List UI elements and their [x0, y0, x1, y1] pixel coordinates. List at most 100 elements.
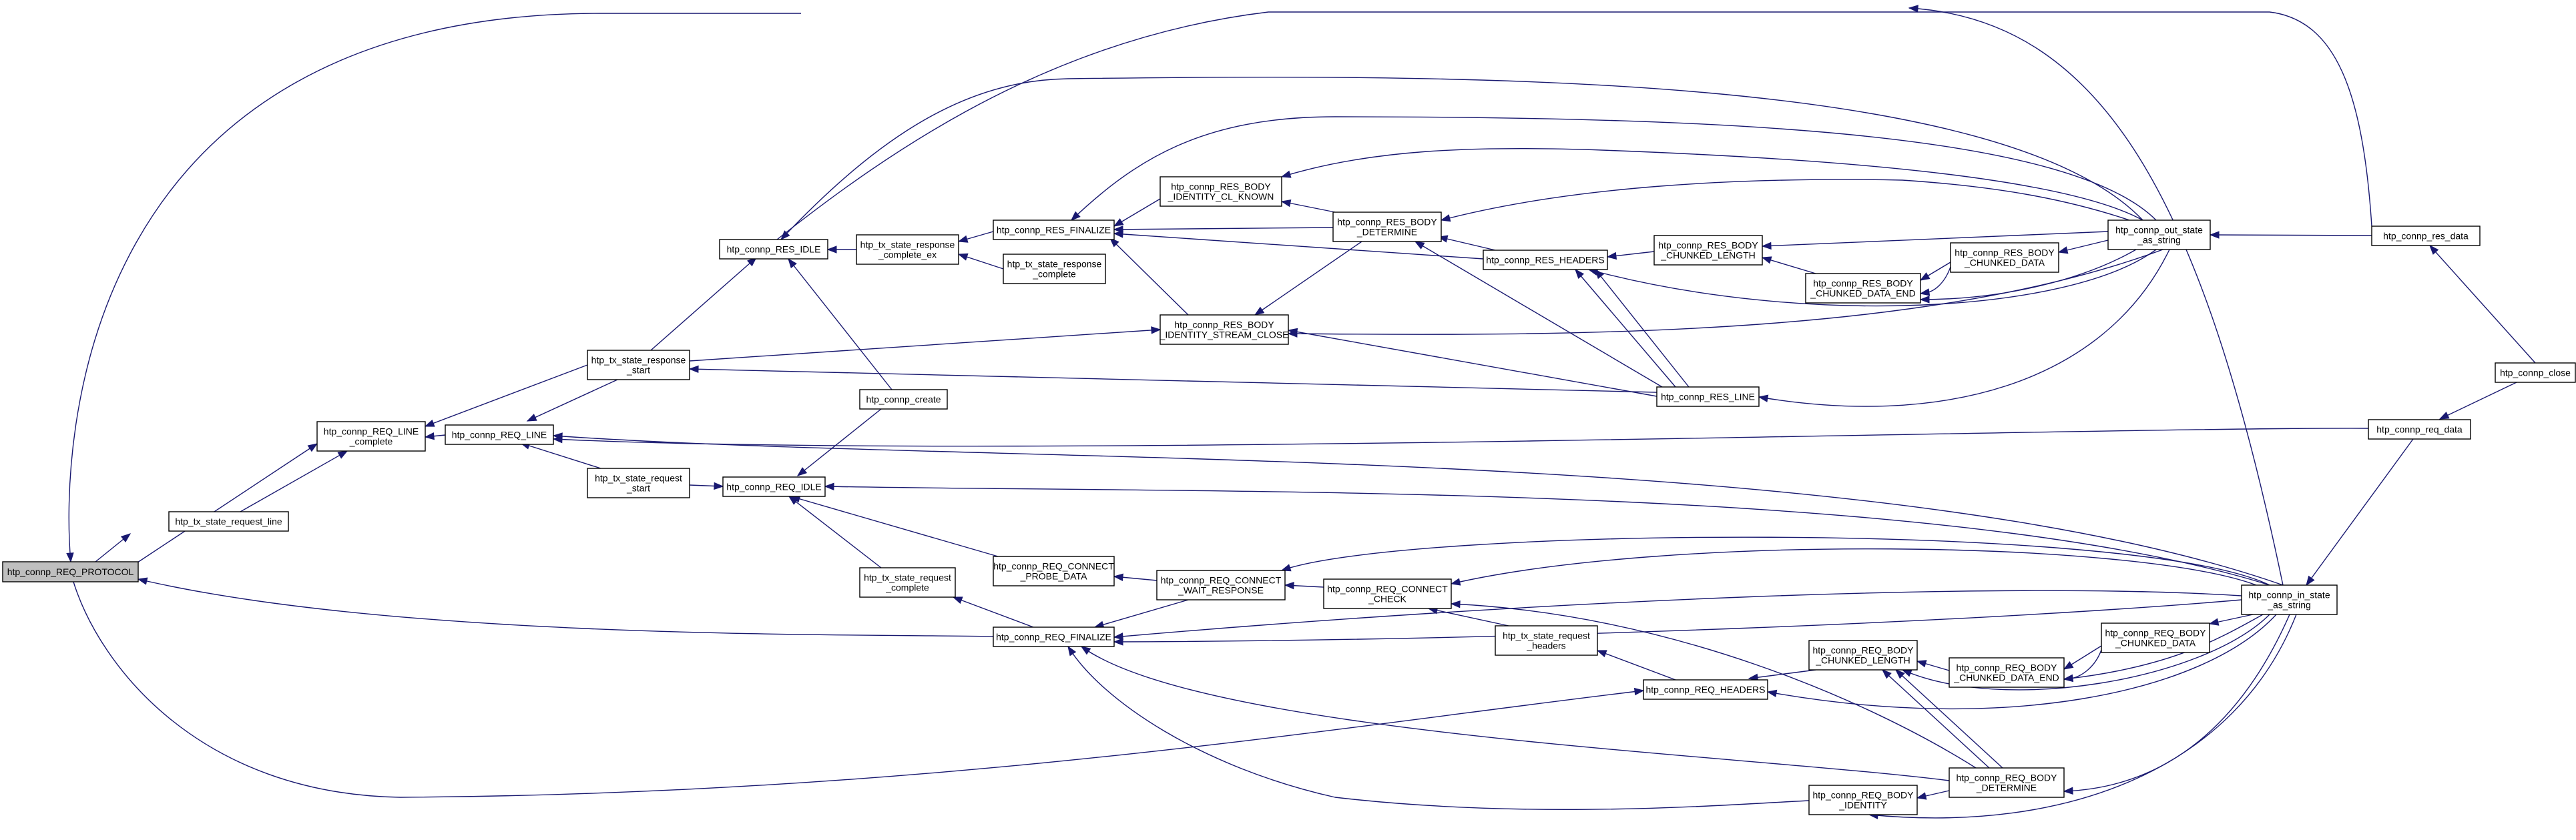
call-edge: [1414, 241, 1663, 388]
edge-line: [689, 368, 1657, 393]
node-tx-resp-complete-ex[interactable]: htp_tx_state_response_complete_ex: [856, 234, 959, 265]
node-tx-resp-complete[interactable]: htp_tx_state_response_complete: [1003, 254, 1106, 284]
edge-line: [1288, 330, 1657, 397]
node-tx-req-line[interactable]: htp_tx_state_request_line: [168, 511, 289, 532]
node-req-chunked-data[interactable]: htp_connp_REQ_BODY_CHUNKED_DATA: [2101, 622, 2210, 653]
node-box: [168, 511, 289, 532]
node-tx-req-complete[interactable]: htp_tx_state_request_complete: [859, 567, 956, 598]
node-req-protocol[interactable]: htp_connp_REQ_PROTOCOL: [2, 561, 139, 582]
node-label: _IDENTITY: [1838, 800, 1887, 811]
node-in-state[interactable]: htp_connp_in_state_as_string: [2241, 584, 2338, 615]
edge-line: [1441, 179, 2130, 221]
node-req-connect-probe[interactable]: htp_connp_REQ_CONNECT_PROBE_DATA: [993, 556, 1115, 586]
node-req-connect-check[interactable]: htp_connp_REQ_CONNECT_CHECK: [1323, 578, 1452, 609]
edge-arrowhead: [1280, 199, 1292, 207]
node-tx-resp-start[interactable]: htp_tx_state_response_start: [587, 350, 690, 380]
node-label: _IDENTITY_STREAM_CLOSE: [1160, 330, 1289, 340]
node-label: htp_connp_REQ_FINALIZE: [996, 632, 1111, 643]
edge-arrowhead: [1761, 256, 1772, 264]
edge-arrowhead: [1109, 238, 1119, 248]
edge-arrowhead: [307, 443, 318, 452]
node-box: [993, 220, 1115, 240]
node-label: _complete_ex: [878, 250, 937, 260]
node-res-body-id-cl[interactable]: htp_connp_RES_BODY_IDENTITY_CL_KNOWN: [1160, 176, 1282, 207]
call-edge: [240, 450, 348, 512]
node-req-chunked-end[interactable]: htp_connp_REQ_BODY_CHUNKED_DATA_END: [1949, 657, 2065, 688]
node-box: [1483, 250, 1608, 270]
edge-line: [1762, 257, 1816, 274]
edge-arrowhead: [552, 435, 563, 444]
edge-line: [1908, 7, 2284, 586]
node-label: htp_connp_RES_HEADERS: [1486, 255, 1604, 266]
node-tx-req-start[interactable]: htp_tx_state_request_start: [587, 468, 690, 498]
edge-arrowhead: [1280, 170, 1292, 178]
node-close[interactable]: htp_connp_close: [2495, 362, 2576, 383]
node-req-idle[interactable]: htp_connp_REQ_IDLE: [722, 476, 826, 497]
edge-arrowhead: [424, 419, 435, 427]
call-edge: [1113, 590, 2242, 641]
edge-arrowhead: [1070, 211, 1081, 221]
call-edge: [1284, 581, 1324, 590]
call-edge: [788, 258, 892, 390]
node-req-body-determine[interactable]: htp_connp_REQ_BODY_DETERMINE: [1949, 767, 2065, 798]
node-res-chunked-end[interactable]: htp_connp_RES_BODY_CHUNKED_DATA_END: [1805, 273, 1921, 304]
node-label: _DETERMINE: [1976, 783, 2037, 793]
edge-arrowhead: [1113, 638, 1123, 646]
node-box: [1332, 212, 1442, 242]
node-label: _PROBE_DATA: [1020, 571, 1088, 582]
node-label: _CHUNKED_LENGTH: [1660, 250, 1756, 261]
edge-line: [1281, 147, 2143, 221]
node-label: _CHUNKED_LENGTH: [1815, 655, 1910, 666]
call-edge: [95, 533, 132, 562]
node-res-chunked-len[interactable]: htp_connp_RES_BODY_CHUNKED_LENGTH: [1653, 235, 1763, 266]
node-req-line[interactable]: htp_connp_REQ_LINE: [445, 424, 554, 445]
call-edge: [1908, 5, 2284, 586]
node-res-finalize[interactable]: htp_connp_RES_FINALIZE: [993, 220, 1115, 240]
node-label: htp_connp_REQ_LINE: [324, 426, 419, 437]
node-res-body-id-stream[interactable]: htp_connp_RES_BODY_IDENTITY_STREAM_CLOSE: [1160, 314, 1289, 345]
edge-line: [1113, 590, 2242, 638]
call-edge: [1758, 249, 2170, 407]
node-box: [722, 476, 826, 497]
node-req-connect-wait[interactable]: htp_connp_REQ_CONNECT_WAIT_RESPONSE: [1156, 570, 1286, 600]
edge-arrowhead: [2438, 412, 2450, 420]
edge-line: [1868, 614, 2297, 819]
node-req-chunked-len[interactable]: htp_connp_REQ_BODY_CHUNKED_LENGTH: [1808, 640, 1918, 671]
edge-arrowhead: [137, 577, 148, 585]
edge-arrowhead: [1254, 306, 1265, 316]
node-label: htp_connp_RES_BODY: [1955, 248, 2055, 258]
node-res-headers[interactable]: htp_connp_RES_HEADERS: [1483, 250, 1608, 270]
node-box: [1323, 578, 1452, 609]
node-box: [1950, 242, 2059, 273]
call-edge: [689, 482, 724, 490]
node-req-body-identity[interactable]: htp_connp_REQ_BODY_IDENTITY: [1808, 785, 1918, 815]
node-tx-req-headers[interactable]: htp_tx_state_request_headers: [1495, 625, 1598, 656]
node-label: htp_connp_REQ_IDLE: [726, 482, 821, 492]
node-label: _as_string: [2137, 235, 2181, 246]
node-req-headers[interactable]: htp_connp_REQ_HEADERS: [1643, 679, 1768, 700]
call-edge: [1919, 249, 2137, 304]
node-res-idle[interactable]: htp_connp_RES_IDLE: [719, 239, 828, 260]
node-req-data[interactable]: htp_connp_req_data: [2368, 419, 2471, 440]
call-edge: [688, 365, 1657, 393]
node-label: htp_connp_REQ_LINE: [452, 430, 547, 440]
node-label: htp_connp_RES_BODY: [1174, 320, 1274, 330]
call-edge: [1440, 179, 2130, 222]
edge-line: [527, 379, 618, 422]
edge-arrowhead: [2063, 787, 2073, 795]
edge-arrowhead: [1919, 272, 1930, 281]
node-res-line[interactable]: htp_connp_RES_LINE: [1656, 386, 1760, 407]
call-edge: [1113, 599, 2242, 646]
edge-arrowhead: [1440, 214, 1451, 222]
node-res-data[interactable]: htp_connp_res_data: [2371, 226, 2481, 246]
call-edge: [1761, 256, 1816, 274]
call-edge: [1587, 249, 2157, 307]
node-res-body-determine[interactable]: htp_connp_RES_BODY_DETERMINE: [1332, 212, 1442, 242]
node-label: _CHUNKED_DATA: [1964, 258, 2045, 268]
node-req-line-complete[interactable]: htp_connp_REQ_LINE_complete: [316, 421, 426, 452]
node-label: htp_connp_RES_IDLE: [727, 244, 821, 255]
node-create[interactable]: htp_connp_create: [859, 389, 948, 410]
node-out-state[interactable]: htp_connp_out_state_as_string: [2107, 220, 2211, 250]
node-res-chunked-data[interactable]: htp_connp_RES_BODY_CHUNKED_DATA: [1950, 242, 2059, 273]
node-req-finalize[interactable]: htp_connp_REQ_FINALIZE: [993, 626, 1115, 647]
